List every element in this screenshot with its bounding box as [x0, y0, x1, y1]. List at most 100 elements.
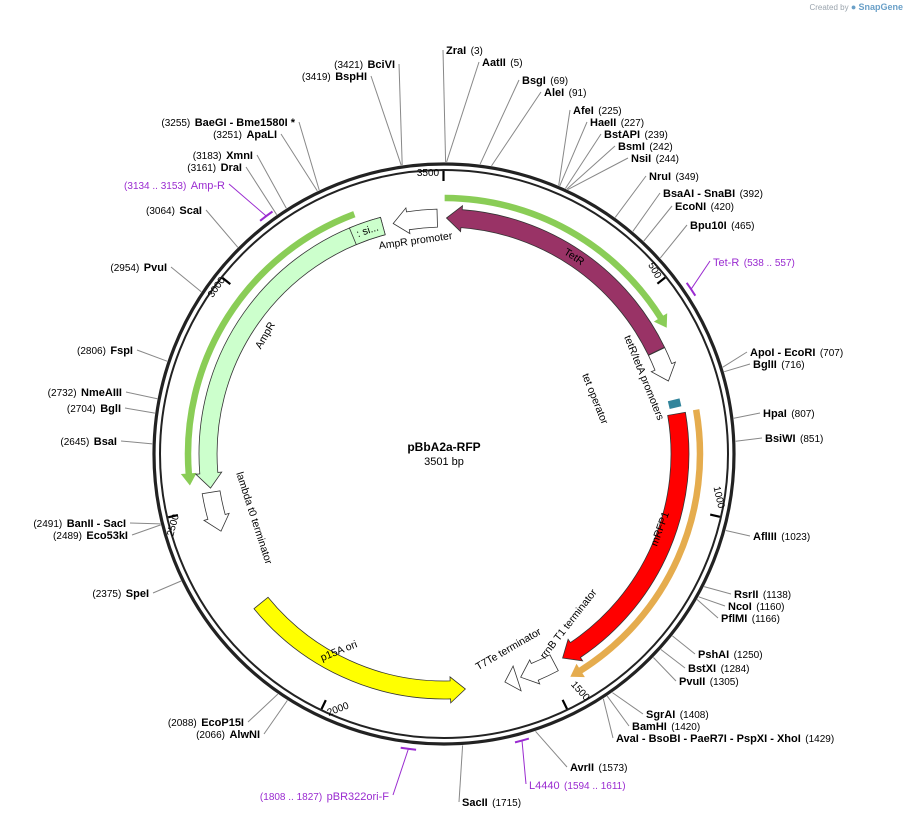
site-37[interactable]: (2806) FspI: [77, 341, 168, 362]
site-position: (2806): [77, 346, 106, 357]
site-21[interactable]: PshAI (1250): [672, 635, 763, 662]
feature-tetr[interactable]: TetR: [445, 204, 666, 356]
site-label: (3064) ScaI: [146, 201, 202, 218]
feature-shape-lambda-terminator: [201, 490, 230, 532]
site-name: BsaI: [94, 436, 117, 448]
site-name: BstXI: [688, 663, 716, 675]
primer-amp-r[interactable]: (3134 .. 3153) Amp-R: [124, 176, 274, 222]
feature-ampr[interactable]: [194, 216, 386, 489]
site-10[interactable]: BsaAI - SnaBI (392): [632, 184, 763, 232]
site-6[interactable]: BstAPI (239): [564, 125, 668, 189]
site-2[interactable]: BsgI (69): [479, 71, 568, 165]
site-12[interactable]: Bpu10I (465): [660, 216, 755, 259]
site-43[interactable]: (3255) BaeGI - Bme1580I *: [161, 113, 320, 191]
primer-tet-r[interactable]: Tet-R (538 .. 557): [685, 253, 795, 297]
primer-name: Amp-R: [191, 180, 225, 192]
site-23[interactable]: PvuII (1305): [653, 657, 739, 690]
site-24[interactable]: SgrAI (1408): [612, 692, 709, 722]
site-name: AvaI - BsoBI - PaeR7I - PspXI - XhoI: [616, 733, 801, 745]
site-name: NmeAIII: [81, 387, 122, 399]
site-4[interactable]: AfeI (225): [558, 101, 622, 186]
site-42[interactable]: (3251) ApaLI: [213, 125, 318, 192]
site-34[interactable]: (2645) BsaI: [60, 432, 153, 449]
site-32[interactable]: (2489) Eco53kI: [53, 524, 161, 543]
site-name: Bpu10I: [690, 220, 727, 232]
snapgene-watermark: Created by ● SnapGene: [809, 2, 903, 12]
site-position: (3183): [193, 151, 222, 162]
site-36[interactable]: (2732) NmeAIII: [48, 383, 158, 400]
feature-shape-tetr-promoters: [647, 347, 677, 382]
site-45[interactable]: (3421) BciVI: [334, 55, 403, 166]
feature-ampr-si[interactable]: : si...: [348, 216, 386, 246]
site-19[interactable]: NcoI (1160): [698, 596, 785, 614]
tick-label-500: 500: [645, 261, 663, 281]
feature-ampr-promoter[interactable]: [392, 206, 438, 235]
site-39[interactable]: (3064) ScaI: [146, 201, 239, 248]
primer-label: (3134 .. 3153) Amp-R: [124, 176, 225, 193]
site-name: SpeI: [126, 588, 149, 600]
site-position: (227): [621, 118, 644, 129]
site-29[interactable]: (2066) AlwNI: [196, 700, 288, 742]
feature-tetr-promoters[interactable]: [647, 347, 677, 382]
site-1[interactable]: AatII (5): [446, 53, 523, 163]
feature-shape-ampr-si: [348, 216, 386, 246]
feature-mrfp1[interactable]: [562, 411, 690, 662]
site-20[interactable]: PflMI (1166): [696, 599, 780, 627]
site-label: AleI (91): [544, 83, 586, 100]
site-40[interactable]: (3161) DraI: [187, 158, 278, 215]
site-label: RsrII (1138): [734, 585, 791, 602]
site-17[interactable]: AflIII (1023): [725, 527, 810, 544]
feature-shape-mrfp1: [562, 411, 690, 662]
site-44[interactable]: (3419) BspHI: [302, 67, 402, 166]
feature-t7te-terminator[interactable]: [504, 664, 522, 692]
site-position: (3251): [213, 130, 242, 141]
feature-rrnb-terminator[interactable]: [520, 654, 559, 685]
site-28[interactable]: SacII (1715): [458, 745, 521, 810]
site-name: NsiI: [631, 153, 651, 165]
site-25[interactable]: BamHI (1420): [606, 695, 700, 734]
site-leader-line: [602, 698, 614, 739]
site-22[interactable]: BstXI (1284): [660, 649, 750, 677]
site-11[interactable]: EcoNI (420): [643, 197, 734, 242]
site-leader-line: [125, 391, 158, 400]
primer-leader-line: [521, 740, 527, 785]
site-position: (1160): [756, 602, 784, 613]
site-38[interactable]: (2954) PvuI: [110, 258, 202, 293]
site-name: AleI: [544, 87, 564, 99]
site-0[interactable]: ZraI (3): [442, 41, 483, 163]
feature-shape-ampr-promoter: [392, 206, 438, 235]
site-30[interactable]: (2088) EcoP15I: [168, 693, 279, 730]
site-label: PshAI (1250): [698, 645, 763, 662]
feature-tet-operator[interactable]: [667, 398, 682, 409]
site-name: SacII: [462, 797, 488, 809]
site-name: BstAPI: [604, 129, 640, 141]
feature-shape-ampr: [194, 216, 386, 489]
site-position: (1284): [721, 664, 750, 675]
site-31[interactable]: (2375) SpeI: [92, 580, 182, 601]
site-label: PflMI (1166): [721, 609, 780, 626]
site-41[interactable]: (3183) XmnI: [193, 146, 287, 209]
site-14[interactable]: BglII (716): [724, 355, 805, 373]
site-8[interactable]: NsiI (244): [567, 149, 679, 191]
site-16[interactable]: BsiWI (851): [735, 429, 824, 446]
primer-pbr322ori-f[interactable]: (1808 .. 1827) pBR322ori-F: [260, 746, 417, 804]
site-9[interactable]: NruI (349): [614, 167, 699, 218]
site-5[interactable]: HaeII (227): [559, 113, 644, 187]
site-26[interactable]: AvaI - BsoBI - PaeR7I - PspXI - XhoI (14…: [602, 698, 834, 746]
highlight-band-1: [570, 409, 704, 678]
feature-p15a-ori[interactable]: [253, 596, 467, 704]
site-35[interactable]: (2704) BglI: [67, 399, 155, 416]
feature-lambda-terminator[interactable]: [201, 490, 230, 532]
site-label: (2704) BglI: [67, 399, 121, 416]
site-leader-line: [124, 407, 155, 414]
site-15[interactable]: HpaI (807): [733, 404, 815, 421]
site-33[interactable]: (2491) BanII - SacI: [33, 514, 161, 531]
site-7[interactable]: BsmI (242): [566, 137, 673, 190]
site-name: AvrII: [570, 762, 594, 774]
site-18[interactable]: RsrII (1138): [703, 585, 791, 602]
primer-l4440[interactable]: L4440 (1594 .. 1611): [514, 737, 626, 793]
site-3[interactable]: AleI (91): [491, 83, 587, 167]
site-13[interactable]: ApoI - EcoRI (707): [722, 343, 843, 368]
site-27[interactable]: AvrII (1573): [535, 730, 628, 775]
